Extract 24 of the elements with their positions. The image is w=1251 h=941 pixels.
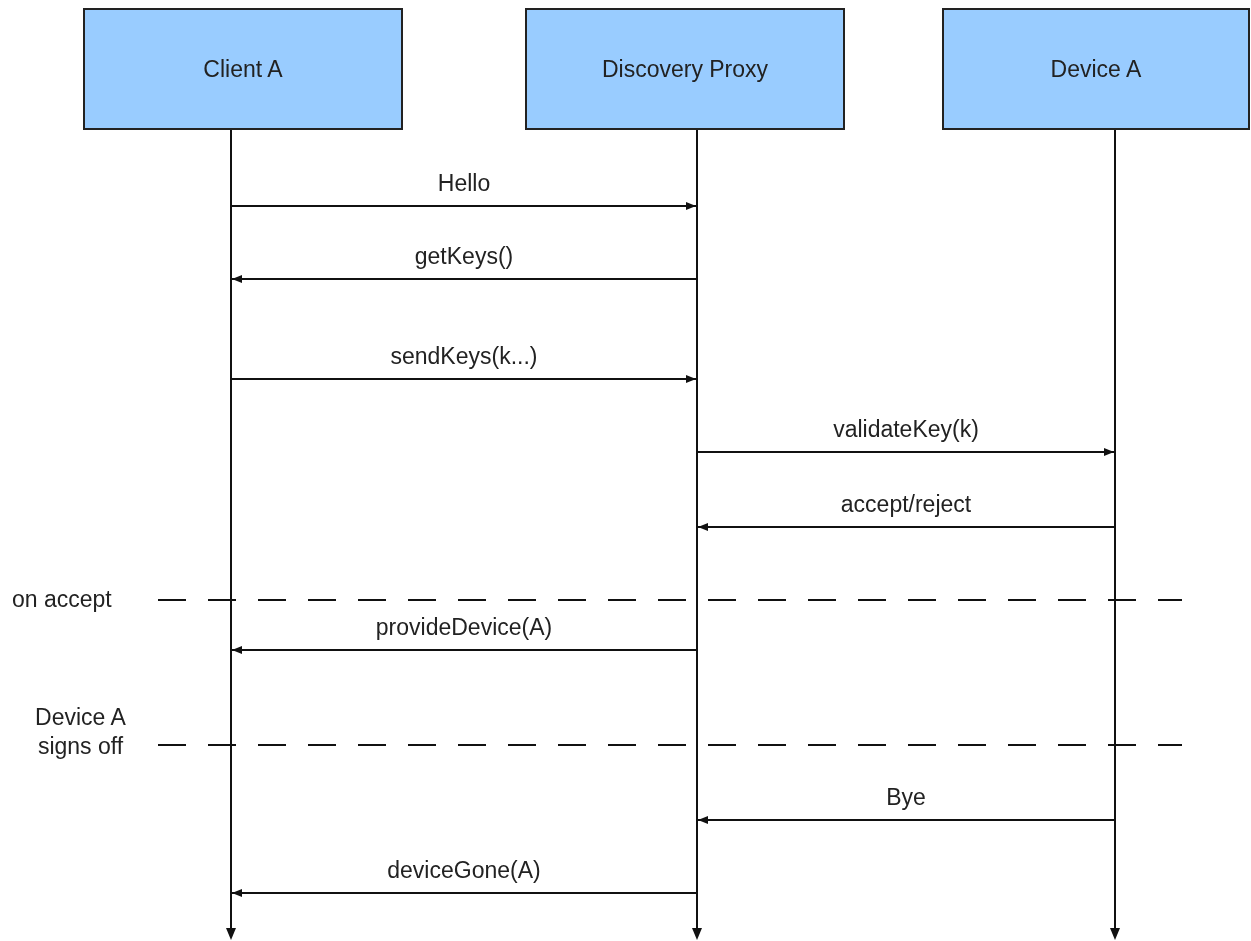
edge-label: provideDevice(A) [375,614,553,642]
section-label: Device A signs off [34,703,127,761]
section-label: on accept [12,586,112,614]
edge-label: getKeys() [414,243,514,271]
message-arrow [231,889,697,897]
participant-box: Discovery Proxy [525,8,845,130]
message-arrow [697,816,1115,824]
message-arrow [697,523,1115,531]
participant-box: Client A [83,8,403,130]
edge-label: sendKeys(k...) [390,343,538,371]
participant-box: Device A [942,8,1250,130]
edge-label: validateKey(k) [833,416,979,444]
lifeline-arrow [225,130,237,940]
edge-label: deviceGone(A) [387,857,541,885]
message-arrow [697,448,1115,456]
edge-label: Bye [886,784,926,812]
message-arrow [231,275,697,283]
lifeline-arrow [691,130,703,940]
lifeline-arrow [1109,130,1121,940]
message-arrow [231,646,697,654]
edge-label: Hello [437,170,491,198]
edge-label: accept/reject [840,491,972,519]
message-arrow [231,375,697,383]
message-arrow [231,202,697,210]
